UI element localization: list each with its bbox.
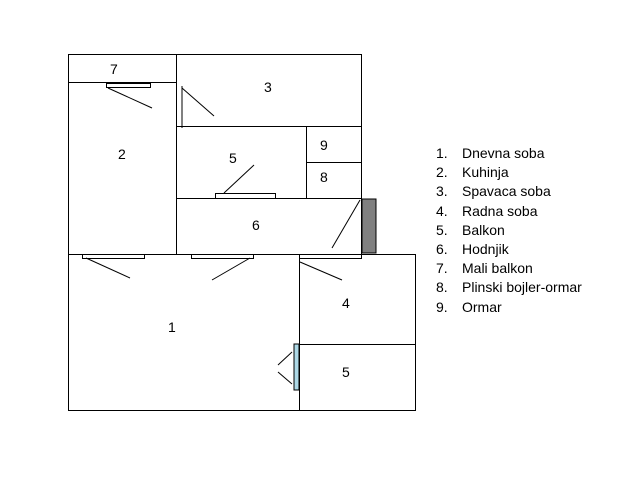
room-8-outline <box>306 162 362 199</box>
legend-number: 5. <box>436 221 448 238</box>
room-label-8: 8 <box>320 169 328 185</box>
legend-number: 7. <box>436 260 448 277</box>
legend-item: 2. Kuhinja <box>436 163 582 182</box>
door-swing-room-5 <box>223 164 255 194</box>
legend-label: Kuhinja <box>462 164 509 181</box>
room-1-outline <box>68 254 300 411</box>
legend-label: Dnevna soba <box>462 145 545 161</box>
room-2-outline <box>68 82 177 255</box>
legend-label: Hodnjik <box>462 240 509 257</box>
legend-label: Ormar <box>462 298 502 315</box>
legend-label: Balkon <box>462 221 505 238</box>
legend-number: 8. <box>436 279 448 296</box>
door-swing-balcony-lower <box>277 371 293 385</box>
room-label-3: 3 <box>264 79 272 95</box>
legend-number: 1. <box>436 145 448 161</box>
window-room-5 <box>215 193 276 199</box>
room-label-9: 9 <box>320 137 328 153</box>
legend-item: 5. Balkon <box>436 221 582 240</box>
room-legend: 1. Dnevna soba 2. Kuhinja 3. Spavaca soba 4… <box>436 144 582 317</box>
door-swing-room-1-left <box>85 257 131 279</box>
room-label-5-upper: 5 <box>229 150 237 166</box>
legend-label: Plinski bojler-ormar <box>462 279 582 296</box>
room-9-outline <box>306 126 362 163</box>
legend-label: Spavaca soba <box>462 183 551 200</box>
window-room-1-left <box>82 254 145 259</box>
door-swing-room-1-right <box>211 257 251 281</box>
legend-item: 9. Ormar <box>436 298 582 317</box>
door-swing-balcony-upper <box>277 351 293 366</box>
window-room-2 <box>106 83 151 88</box>
door-swing-room-6 <box>331 199 361 249</box>
legend-label: Radna soba <box>462 202 538 219</box>
legend-item: 1. Dnevna soba <box>436 144 582 163</box>
legend-label: Mali balkon <box>462 260 533 277</box>
window-room-1-right <box>191 254 254 259</box>
legend-item: 3. Spavaca soba <box>436 182 582 201</box>
room-6-outline <box>176 198 362 255</box>
room-7-outline <box>68 54 177 83</box>
door-swing-room-2 <box>107 87 153 109</box>
legend-number: 2. <box>436 164 448 181</box>
room-label-7: 7 <box>110 61 118 77</box>
room-4-outline <box>299 254 416 345</box>
window-room-4 <box>299 254 362 259</box>
room-label-4: 4 <box>342 295 350 311</box>
legend-item: 4. Radna soba <box>436 202 582 221</box>
gas-cabinet-block <box>361 198 377 254</box>
glass-door-balcony <box>293 343 300 391</box>
legend-item: 6. Hodnjik <box>436 240 582 259</box>
room-5b-outline <box>299 344 416 411</box>
room-label-6: 6 <box>252 217 260 233</box>
doors <box>82 83 362 385</box>
legend-number: 9. <box>436 298 448 315</box>
legend-number: 4. <box>436 202 448 219</box>
room-label-1: 1 <box>168 319 176 335</box>
legend-item: 8. Plinski bojler-ormar <box>436 278 582 297</box>
room-label-5-lower: 5 <box>342 364 350 380</box>
legend-item: 7. Mali balkon <box>436 259 582 278</box>
room-label-2: 2 <box>118 146 126 162</box>
legend-number: 6. <box>436 240 448 257</box>
room-5-outline <box>176 126 307 199</box>
door-swing-room-4 <box>299 261 343 281</box>
legend-number: 3. <box>436 183 448 200</box>
door-swing-room-3 <box>181 87 215 117</box>
